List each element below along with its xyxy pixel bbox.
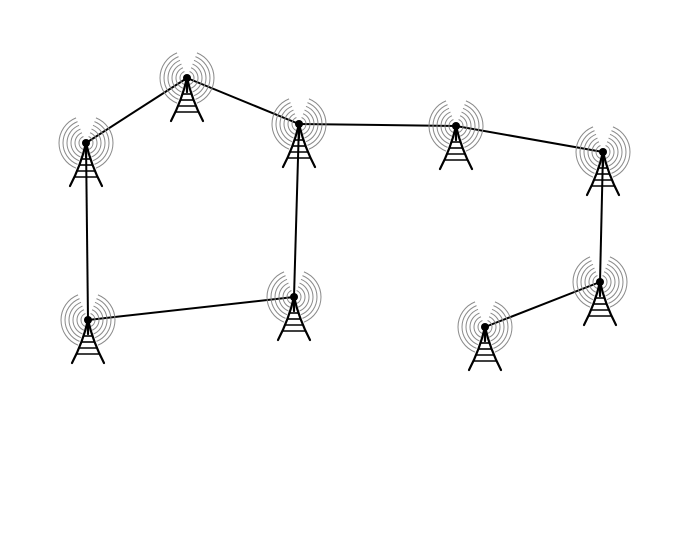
signal-waves [266, 271, 322, 323]
links-layer [85, 77, 604, 328]
nodes-layer [58, 52, 631, 372]
link-tower-6-tower-7 [484, 281, 601, 328]
signal-waves [271, 98, 327, 150]
radio-tower-icon [60, 294, 116, 365]
link-tower-3-tower-4 [298, 123, 457, 127]
radio-tower-icon [58, 117, 114, 188]
tower-body [438, 122, 474, 171]
tower-body [70, 316, 106, 365]
signal-waves [457, 301, 513, 353]
radio-tower-icon [271, 98, 327, 169]
signal-waves [60, 294, 116, 346]
link-tower-1-tower-2 [85, 77, 188, 144]
link-tower-8-tower-9 [87, 296, 295, 321]
radio-tower-icon [572, 256, 628, 327]
link-tower-2-tower-3 [186, 77, 300, 125]
radio-tower-icon [266, 271, 322, 342]
tower-body [68, 139, 104, 188]
link-tower-4-tower-5 [455, 125, 604, 153]
radio-tower-icon [457, 301, 513, 372]
signal-waves [58, 117, 114, 169]
signal-waves [428, 100, 484, 152]
signal-waves [159, 52, 215, 104]
tower-body [169, 74, 205, 123]
tower-body [582, 278, 618, 327]
tower-body [281, 120, 317, 169]
radio-tower-icon [575, 126, 631, 197]
signal-waves [575, 126, 631, 178]
tower-body [467, 323, 503, 372]
radio-tower-icon [159, 52, 215, 123]
link-tower-9-tower-3 [293, 123, 300, 298]
radio-tower-icon [428, 100, 484, 171]
tower-body [585, 148, 621, 197]
signal-waves [572, 256, 628, 308]
link-tower-1-tower-8 [85, 142, 89, 321]
tower-body [276, 293, 312, 342]
